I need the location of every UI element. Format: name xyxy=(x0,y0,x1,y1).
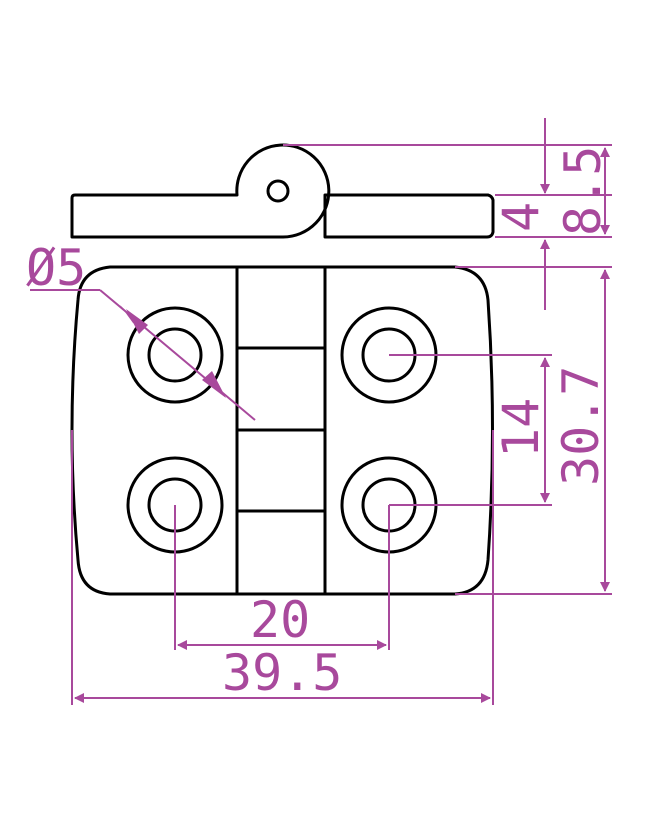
dim-knuckle-height-label: 8.5 xyxy=(554,146,612,236)
dim-side-view-heights: 8.5 4 xyxy=(283,118,612,310)
dim-leaf-thickness-label: 4 xyxy=(492,202,550,232)
dim-overall-width: 39.5 xyxy=(71,430,494,705)
dim-hole-spacing-horizontal: 20 xyxy=(174,505,390,650)
dim-hole-diameter: Ø5 xyxy=(26,239,256,421)
dim-hole-spacing-vertical: 14 xyxy=(389,354,552,506)
hinge-side-view xyxy=(70,143,495,239)
dimension-annotations: Ø5 8.5 4 14 30.7 xyxy=(26,118,612,705)
dim-overall-width-label: 39.5 xyxy=(222,644,342,702)
dim-hole-spacing-vertical-label: 14 xyxy=(492,398,550,458)
mounting-hole-top-left xyxy=(126,306,224,404)
side-view-leaf-right xyxy=(323,193,495,239)
dim-hole-spacing-horizontal-label: 20 xyxy=(250,591,310,649)
dim-body-height: 30.7 xyxy=(455,269,612,595)
dim-body-height-label: 30.7 xyxy=(552,366,610,486)
dim-hole-diameter-label: Ø5 xyxy=(26,239,86,297)
side-view-leaf-left xyxy=(70,143,331,239)
side-view-pin-hole xyxy=(266,179,290,203)
